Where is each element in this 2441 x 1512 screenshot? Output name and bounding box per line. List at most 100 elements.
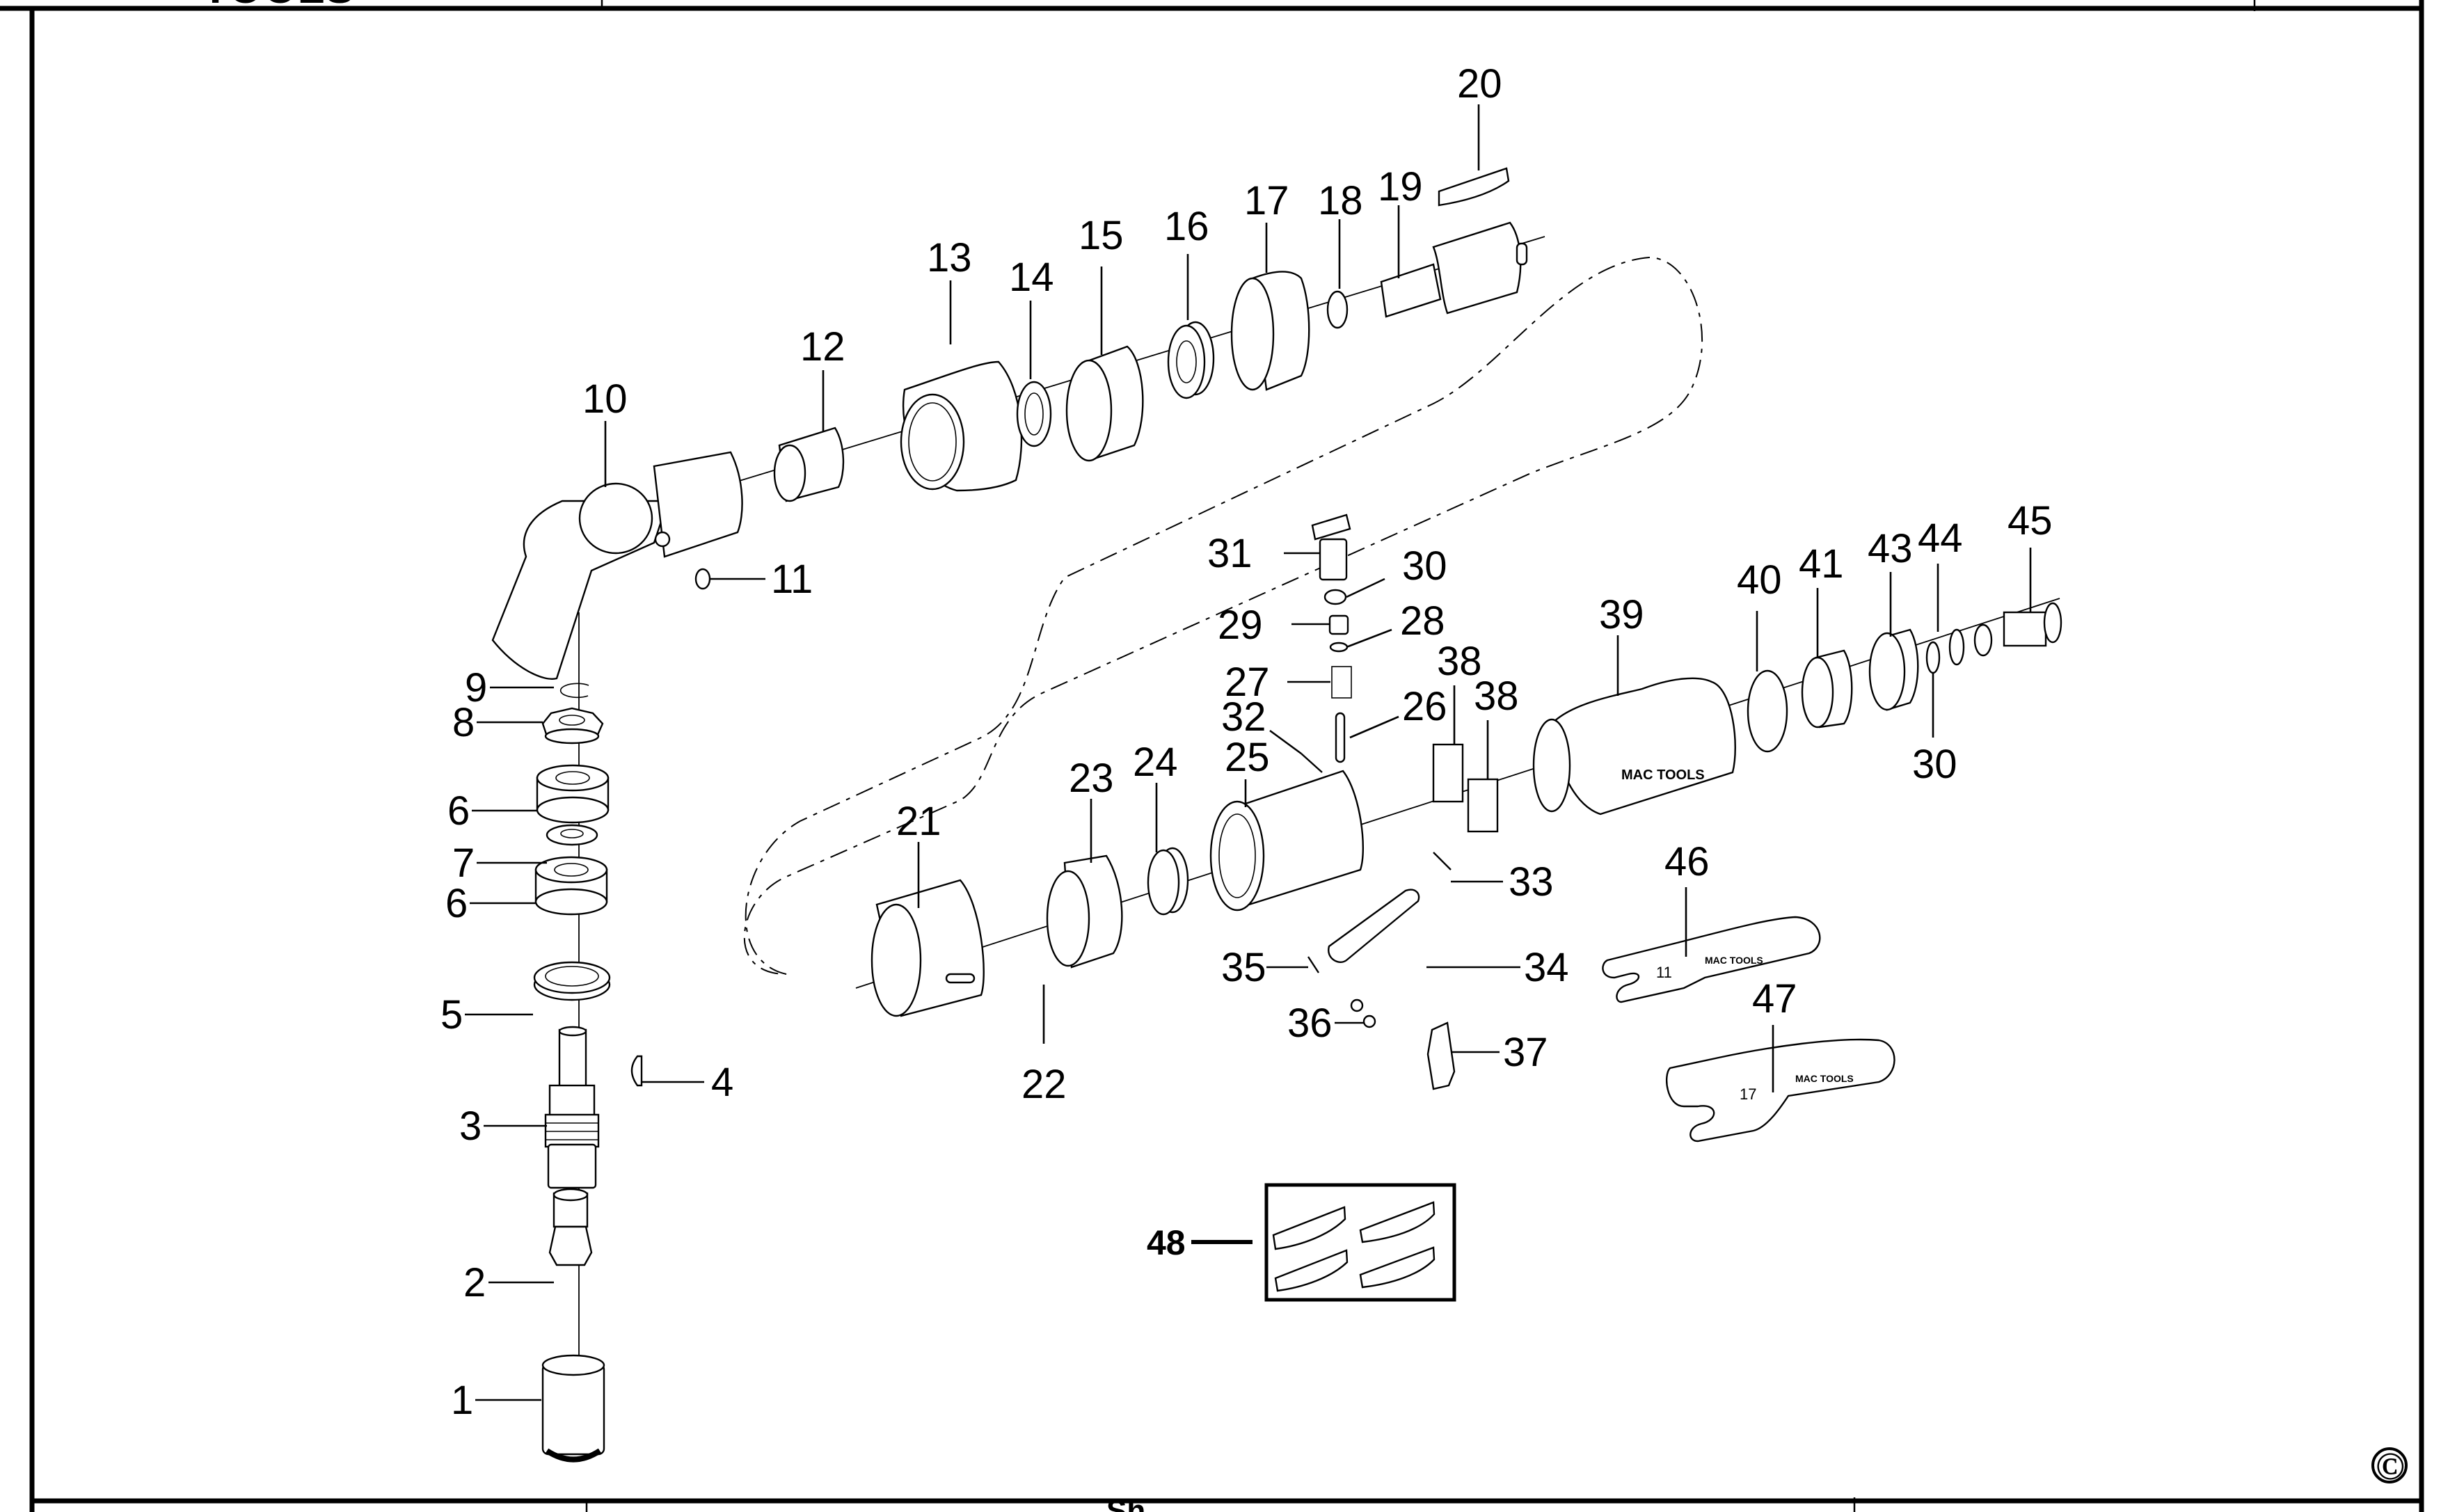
- part-5-retainer[interactable]: [533, 961, 611, 1001]
- callout-30a: 30: [1402, 543, 1447, 589]
- leader-lines: [465, 104, 2032, 1401]
- callout-17: 17: [1244, 178, 1289, 223]
- callout-21: 21: [896, 799, 941, 844]
- part-15-threaded-ring[interactable]: [1065, 345, 1144, 462]
- callout-6b: 6: [445, 881, 468, 926]
- part-3-spindle[interactable]: [544, 1026, 600, 1189]
- callout-48: 48: [1147, 1223, 1186, 1262]
- callout-26: 26: [1402, 684, 1447, 729]
- part-29-valve-seat[interactable]: [1328, 614, 1349, 635]
- part-6-bearing-lower[interactable]: [534, 856, 608, 916]
- callout-43: 43: [1868, 526, 1913, 571]
- part-36-spring[interactable]: [1350, 998, 1376, 1028]
- callout-23: 23: [1069, 756, 1114, 801]
- part-31-regulator[interactable]: [1311, 514, 1351, 581]
- callout-46: 46: [1664, 839, 1710, 884]
- part-34-lever[interactable]: [1328, 889, 1420, 963]
- callout-31: 31: [1207, 531, 1253, 576]
- part-28-washer[interactable]: [1329, 642, 1349, 653]
- part-24-bearing[interactable]: [1147, 847, 1189, 916]
- part-32-pin[interactable]: [1301, 753, 1323, 773]
- part-21-cylinder[interactable]: [870, 879, 985, 1017]
- part-12-pinion[interactable]: [773, 427, 845, 502]
- vane-kit-blade: [1359, 1201, 1436, 1243]
- callout-37: 37: [1503, 1030, 1548, 1075]
- callout-39: 39: [1599, 592, 1644, 637]
- footer-title-fragment: Sh: [1106, 1494, 1145, 1512]
- part-10-angle-head[interactable]: [491, 451, 743, 680]
- part-44-oring[interactable]: [1948, 628, 1965, 666]
- part-47-wrench-17[interactable]: 17 MAC TOOLS: [1665, 1038, 1895, 1143]
- copyright-symbol: ©: [2376, 1445, 2405, 1488]
- callout-44: 44: [1918, 516, 1963, 561]
- callout-6a: 6: [447, 788, 470, 834]
- vane-kit-blade: [1272, 1206, 1346, 1250]
- part-1-collet-nut[interactable]: [541, 1354, 605, 1463]
- assembly-path-dashed: [743, 256, 1703, 975]
- part-46-wrench-11[interactable]: 11 MAC TOOLS: [1602, 916, 1821, 1003]
- callout-5: 5: [440, 992, 463, 1037]
- header-logo-text: TOOLS: [202, 0, 354, 13]
- callout-40: 40: [1737, 557, 1782, 603]
- callout-4: 4: [711, 1060, 733, 1105]
- wrench-46-brand: MAC TOOLS: [1705, 955, 1763, 966]
- part-27-spring[interactable]: [1331, 666, 1352, 699]
- callout-35: 35: [1221, 945, 1266, 990]
- callout-29: 29: [1218, 603, 1263, 648]
- part-14-washer[interactable]: [1016, 381, 1052, 447]
- part-43-exhaust-ring[interactable]: [1868, 628, 1919, 711]
- callout-20: 20: [1457, 61, 1502, 106]
- part-18-small-bearing[interactable]: [1326, 290, 1349, 329]
- callout-38b: 38: [1474, 674, 1519, 719]
- part-6-bearing-upper[interactable]: [536, 764, 610, 824]
- part-38-block-upper[interactable]: [1432, 743, 1464, 803]
- part-20-vane[interactable]: [1438, 167, 1510, 207]
- part-26-valve-stem[interactable]: [1335, 712, 1346, 763]
- callout-18: 18: [1318, 178, 1363, 223]
- callout-33: 33: [1509, 859, 1554, 905]
- callout-3: 3: [459, 1104, 482, 1149]
- part-41-insert[interactable]: [1801, 649, 1853, 729]
- callout-25: 25: [1225, 735, 1270, 780]
- part-2-collet[interactable]: [548, 1188, 593, 1266]
- part-48-vane-kit[interactable]: [1264, 1183, 1456, 1302]
- callout-14: 14: [1009, 255, 1054, 300]
- part-11-screw[interactable]: [694, 568, 711, 590]
- part-22-pin[interactable]: [945, 973, 976, 984]
- part-40-oring[interactable]: [1747, 669, 1788, 753]
- part-13-housing-nut[interactable]: [900, 360, 1023, 492]
- part-45-air-inlet[interactable]: [1973, 602, 2062, 657]
- callout-12: 12: [800, 324, 845, 369]
- part-33-pin[interactable]: [1433, 852, 1452, 870]
- callout-34: 34: [1524, 945, 1569, 990]
- part-35-pin[interactable]: [1307, 956, 1320, 973]
- callout-16: 16: [1164, 204, 1209, 249]
- callout-38a: 38: [1437, 639, 1482, 684]
- part-30-oring-lower[interactable]: [1925, 641, 1941, 674]
- part-19-rotor[interactable]: [1380, 221, 1528, 318]
- callout-19: 19: [1378, 164, 1423, 209]
- part-17-end-plate[interactable]: [1230, 271, 1310, 391]
- part-7-spacer[interactable]: [546, 824, 598, 846]
- part-30-oring-upper[interactable]: [1323, 589, 1347, 605]
- callout-8: 8: [452, 700, 475, 745]
- wrench-47-size: 17: [1740, 1085, 1756, 1103]
- callout-32: 32: [1221, 694, 1266, 740]
- part-16-bearing[interactable]: [1167, 321, 1215, 399]
- vane-kit-blade: [1359, 1246, 1436, 1289]
- wrench-47-brand: MAC TOOLS: [1795, 1073, 1854, 1084]
- part-4-key[interactable]: [630, 1055, 643, 1087]
- part-39-grip-housing[interactable]: MAC TOOLS: [1532, 677, 1736, 815]
- part-9-retaining-ring[interactable]: [559, 683, 589, 699]
- callout-11: 11: [771, 557, 813, 602]
- part-38-block-lower[interactable]: [1467, 778, 1499, 833]
- part-25-motor-housing[interactable]: [1209, 770, 1364, 912]
- callout-36: 36: [1287, 1001, 1333, 1046]
- part-8-bevel-gear[interactable]: [541, 707, 604, 745]
- part-23-front-plate[interactable]: [1046, 854, 1123, 969]
- copyright-mark: ©: [2371, 1445, 2408, 1488]
- part-37-latch[interactable]: [1426, 1021, 1456, 1090]
